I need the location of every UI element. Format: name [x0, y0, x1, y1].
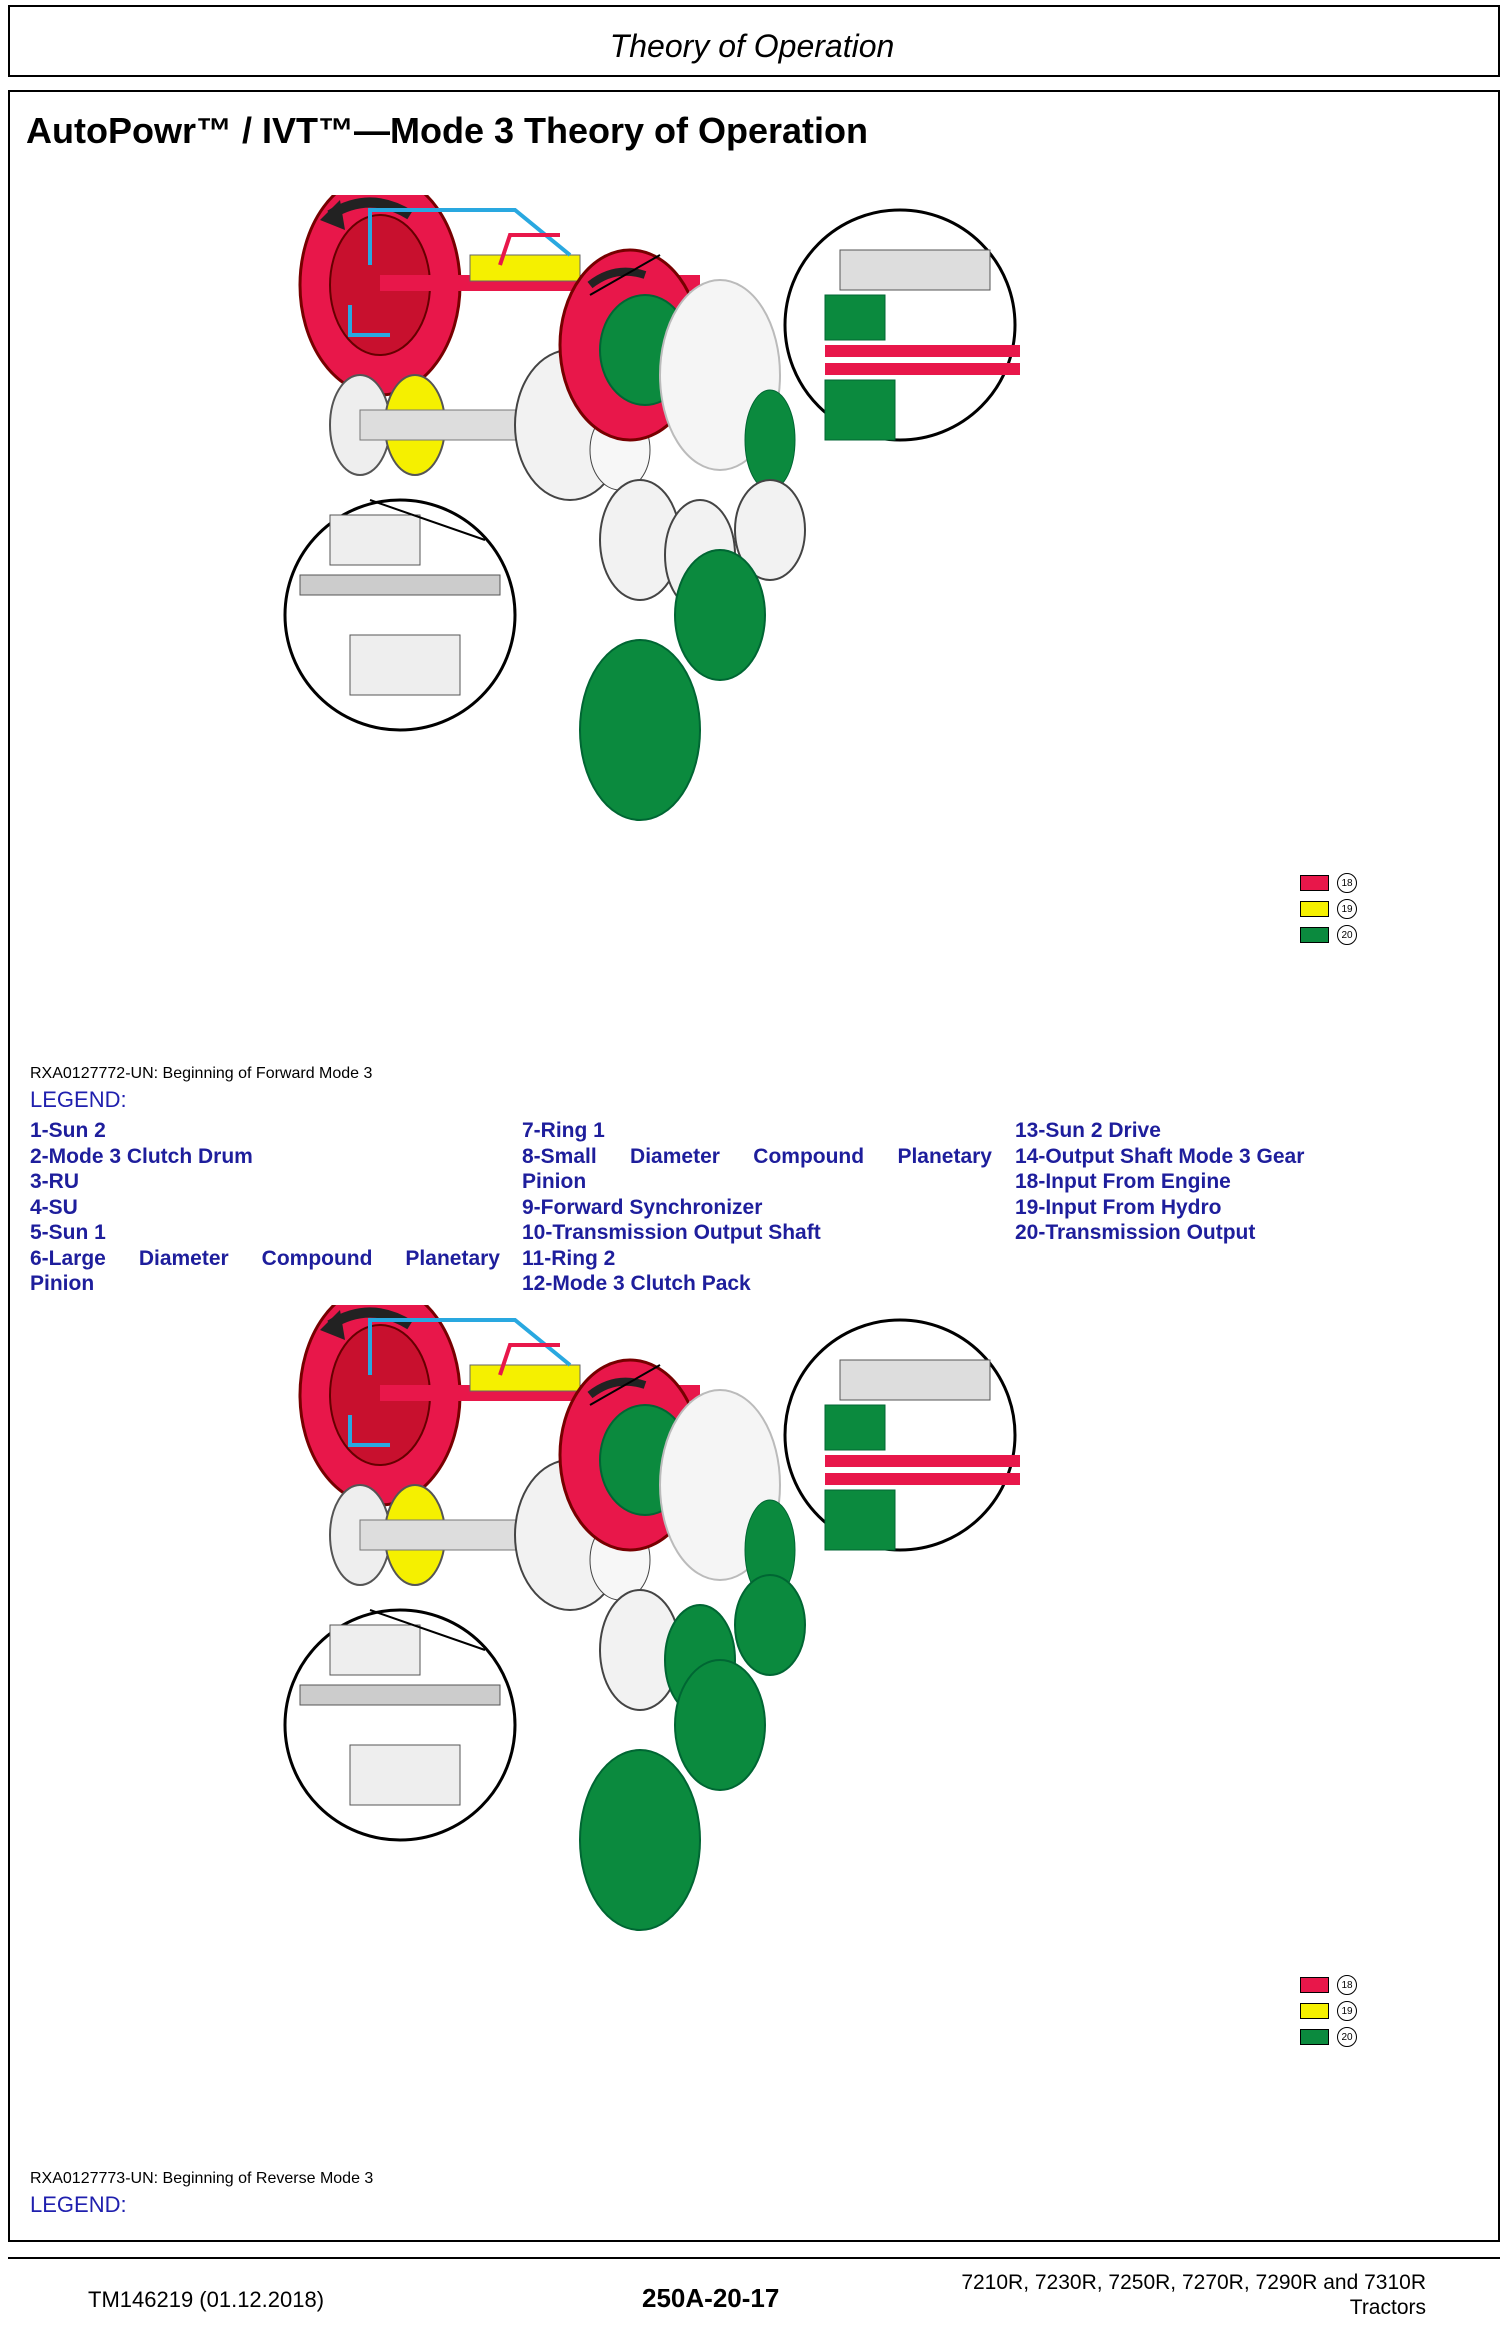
color-key: 18 19 20 [1300, 870, 1357, 948]
swatch [1300, 901, 1329, 917]
swatch [1300, 1977, 1329, 1993]
color-key-row: 19 [1300, 896, 1357, 922]
page-header [8, 5, 1500, 77]
color-key: 18 19 20 [1300, 1972, 1357, 2050]
footer-divider [8, 2257, 1500, 2259]
color-key-row: 20 [1300, 2024, 1357, 2050]
legend-title: LEGEND: [30, 1087, 127, 1112]
key-number: 19 [1337, 2001, 1357, 2021]
color-key-row: 18 [1300, 870, 1357, 896]
legend-item: 6-Large Diameter Compound Planetary [30, 1246, 500, 1272]
swatch [1300, 927, 1329, 943]
output-gears-reverse [579, 1574, 806, 1931]
footer-page-number: 250A-20-17 [642, 2283, 780, 2313]
legend-item: 1-Sun 2 [30, 1119, 106, 1142]
legend-item: 14-Output Shaft Mode 3 Gear [1015, 1144, 1305, 1168]
swatch [1300, 2029, 1329, 2045]
color-key-row: 18 [1300, 1972, 1357, 1998]
legend-item: 11-Ring 2 [522, 1246, 616, 1270]
hydro-input-shaft [469, 254, 581, 282]
color-key-row: 19 [1300, 1998, 1357, 2024]
detail-view-bottom [283, 498, 517, 732]
legend-word: Planetary [897, 1144, 992, 1168]
footer-models-line: Tractors [1349, 2296, 1426, 2319]
legend-item: 7-Ring 1 [522, 1119, 605, 1142]
legend-item: 4-SU [30, 1195, 78, 1219]
legend-item: 5-Sun 1 [30, 1221, 106, 1244]
figure-caption: RXA0127772-UN: Beginning of Forward Mode… [30, 1065, 373, 1082]
legend-item: 20-Transmission Output [1015, 1221, 1256, 1244]
hydro-input-shaft [469, 1364, 581, 1392]
legend-word: Diameter [630, 1144, 720, 1168]
legend-word: Compound [261, 1246, 373, 1270]
footer-models: 7210R, 7230R, 7250R, 7270R, 7290R and 73… [961, 2270, 1426, 2320]
legend-item: 13-Sun 2 Drive [1015, 1119, 1161, 1142]
footer-models-line: 7210R, 7230R, 7250R, 7270R, 7290R and 73… [961, 2271, 1426, 2294]
content-frame [8, 90, 1500, 2242]
section-title: AutoPowr™ / IVT™—Mode 3 Theory of Operat… [26, 110, 869, 151]
legend-item-continuation: Pinion [522, 1170, 587, 1193]
key-number: 20 [1337, 2027, 1357, 2047]
swatch [1300, 875, 1329, 891]
legend-item: 10-Transmission Output Shaft [522, 1221, 821, 1244]
key-number: 18 [1337, 1975, 1357, 1995]
flywheel-engine-input [298, 1305, 462, 1507]
legend-word: 8-Small [522, 1144, 597, 1168]
detail-view-bottom [283, 1608, 517, 1842]
legend-item: 3-RU [30, 1170, 80, 1193]
legend-column-1: 1-Sun 2 2-Mode 3 Clutch Drum 3-RU 4-SU 5… [30, 1118, 500, 1297]
key-number: 19 [1337, 899, 1357, 919]
legend-column-2: 7-Ring 1 8-Small Diameter Compound Plane… [522, 1118, 992, 1297]
legend-item: 19-Input From Hydro [1015, 1195, 1222, 1219]
legend-item: 2-Mode 3 Clutch Drum [30, 1144, 253, 1168]
swatch [1300, 2003, 1329, 2019]
key-number: 18 [1337, 873, 1357, 893]
legend-word: 6-Large [30, 1246, 106, 1270]
footer-doc-id: TM146219 (01.12.2018) [88, 2287, 325, 2312]
legend-word: Planetary [405, 1246, 500, 1270]
legend-word: Compound [753, 1144, 865, 1168]
legend-word: Diameter [138, 1246, 229, 1270]
legend-item: 8-Small Diameter Compound Planetary [522, 1144, 992, 1170]
sun-2-drive [744, 389, 796, 491]
legend-item: 9-Forward Synchronizer [522, 1195, 763, 1219]
key-number: 20 [1337, 925, 1357, 945]
legend-column-3: 13-Sun 2 Drive 14-Output Shaft Mode 3 Ge… [1015, 1118, 1465, 1246]
figure-forward-mode3 [283, 195, 1020, 821]
legend-item-continuation: Pinion [30, 1272, 95, 1295]
legend-item: 12-Mode 3 Clutch Pack [522, 1272, 751, 1295]
legend-item: 18-Input From Engine [1015, 1170, 1231, 1193]
color-key-row: 20 [1300, 922, 1357, 948]
output-gears [579, 479, 806, 821]
figure-reverse-mode3 [283, 1305, 1020, 1931]
detail-view-top [783, 208, 1020, 442]
flywheel-engine-input [298, 195, 462, 397]
detail-view-top [783, 1318, 1020, 1552]
legend-title: LEGEND: [30, 2192, 127, 2217]
figure-caption: RXA0127773-UN: Beginning of Reverse Mode… [30, 2170, 374, 2187]
page-header-title: Theory of Operation [609, 28, 895, 64]
